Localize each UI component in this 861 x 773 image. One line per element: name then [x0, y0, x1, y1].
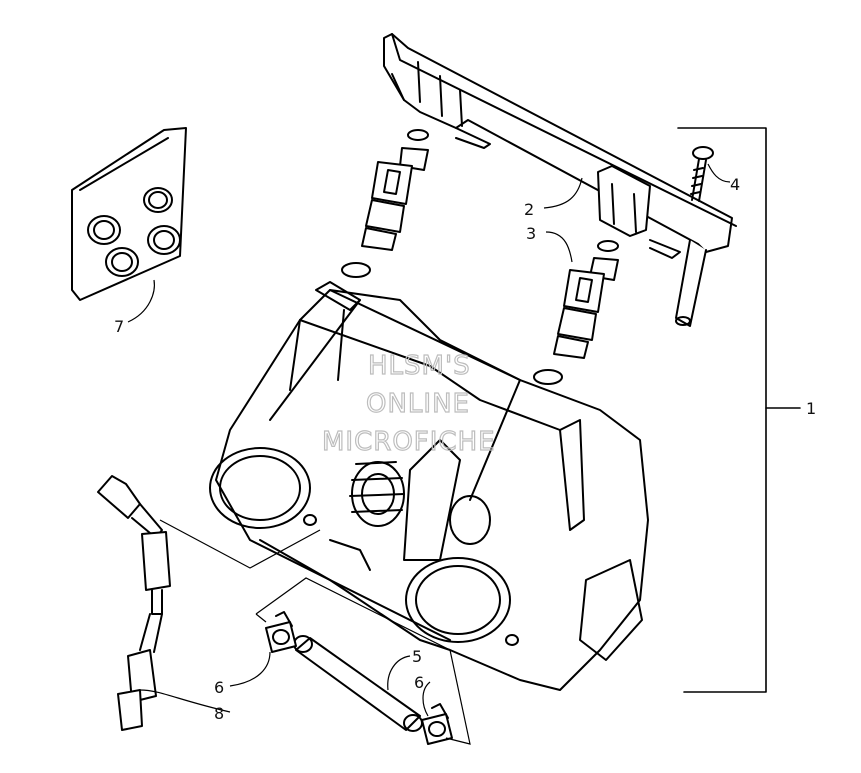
watermark-line-1: HLSM'S — [368, 351, 471, 381]
hose — [293, 635, 423, 732]
fuel-injector-right — [533, 240, 619, 385]
wiring-harness — [97, 475, 171, 731]
hose-clamp-lower — [421, 703, 453, 745]
watermark: HLSM'S ONLINE MICROFICHE — [321, 350, 496, 457]
callout-7: 7 — [114, 317, 124, 336]
fuel-injector-left — [341, 129, 429, 278]
callout-2: 2 — [524, 200, 534, 219]
watermark-line-2: ONLINE — [366, 389, 470, 419]
o-ring-kit — [71, 127, 187, 301]
leader-lines — [127, 163, 731, 745]
callout-8: 8 — [214, 704, 224, 723]
callout-3: 3 — [526, 224, 536, 243]
throttle-body-assembly — [209, 281, 649, 691]
watermark-line-3: MICROFICHE — [322, 427, 496, 457]
callout-6-lower: 6 — [414, 673, 424, 692]
callout-5: 5 — [412, 647, 422, 666]
hose-clamp-upper — [265, 611, 297, 653]
assembly-bracket — [677, 127, 767, 693]
fuel-rail — [383, 33, 737, 327]
screw — [690, 146, 714, 202]
callout-4: 4 — [730, 175, 740, 194]
callout-6-upper: 6 — [214, 678, 224, 697]
callout-labels: 1 2 3 4 5 6 6 7 8 — [114, 175, 816, 723]
callout-1: 1 — [806, 399, 816, 418]
